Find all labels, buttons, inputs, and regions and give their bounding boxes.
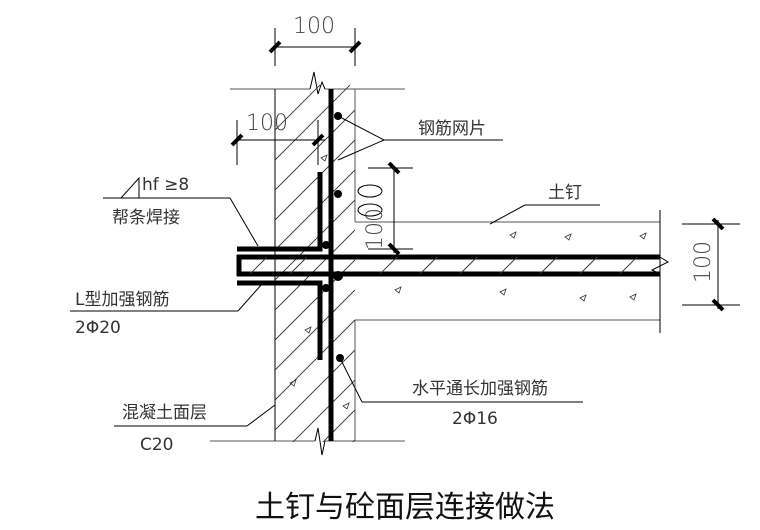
- weld-symbol-label: hf ≥8: [142, 175, 189, 195]
- mesh-label: 钢筋网片: [418, 119, 486, 139]
- concrete-leader: 混凝土面层 C20: [114, 403, 276, 455]
- l-bar-spec: 2Φ20: [75, 318, 121, 338]
- top-dimension: 100: [268, 14, 362, 66]
- concrete-layer-label: 混凝土面层: [122, 403, 207, 423]
- soil-nail-leader: 土钉: [489, 183, 600, 225]
- l-bar-leader: L型加强钢筋 2Φ20: [70, 283, 263, 338]
- weld-type-label: 帮条焊接: [112, 208, 180, 228]
- vertical-gap-dimension: 100: [357, 161, 413, 256]
- vertical-gap-dimension-text: 100: [363, 208, 388, 250]
- horizontal-bar-leader: 水平通长加强钢筋 2Φ16: [339, 357, 583, 429]
- nail-thickness-dimension: 100: [682, 217, 740, 312]
- nail-thickness-dimension-text: 100: [691, 241, 716, 283]
- horizontal-bar-label: 水平通长加强钢筋: [412, 379, 548, 399]
- inner-dimension-text: 100: [246, 111, 288, 136]
- horizontal-bar-spec: 2Φ16: [452, 409, 498, 429]
- diagram-title: 土钉与砼面层连接做法: [255, 490, 555, 525]
- rebar-mesh: [237, 89, 344, 441]
- l-bar-label: L型加强钢筋: [75, 290, 169, 310]
- concrete-wall: [210, 71, 405, 456]
- soil-nail-bar: [236, 254, 670, 277]
- mesh-leader: 钢筋网片: [337, 115, 503, 161]
- top-dimension-text: 100: [293, 14, 335, 39]
- concrete-grade-label: C20: [140, 435, 174, 455]
- inner-dimension: 100: [230, 111, 325, 165]
- soil-nail-label: 土钉: [548, 183, 582, 203]
- weld-leader: hf ≥8 帮条焊接: [103, 175, 259, 247]
